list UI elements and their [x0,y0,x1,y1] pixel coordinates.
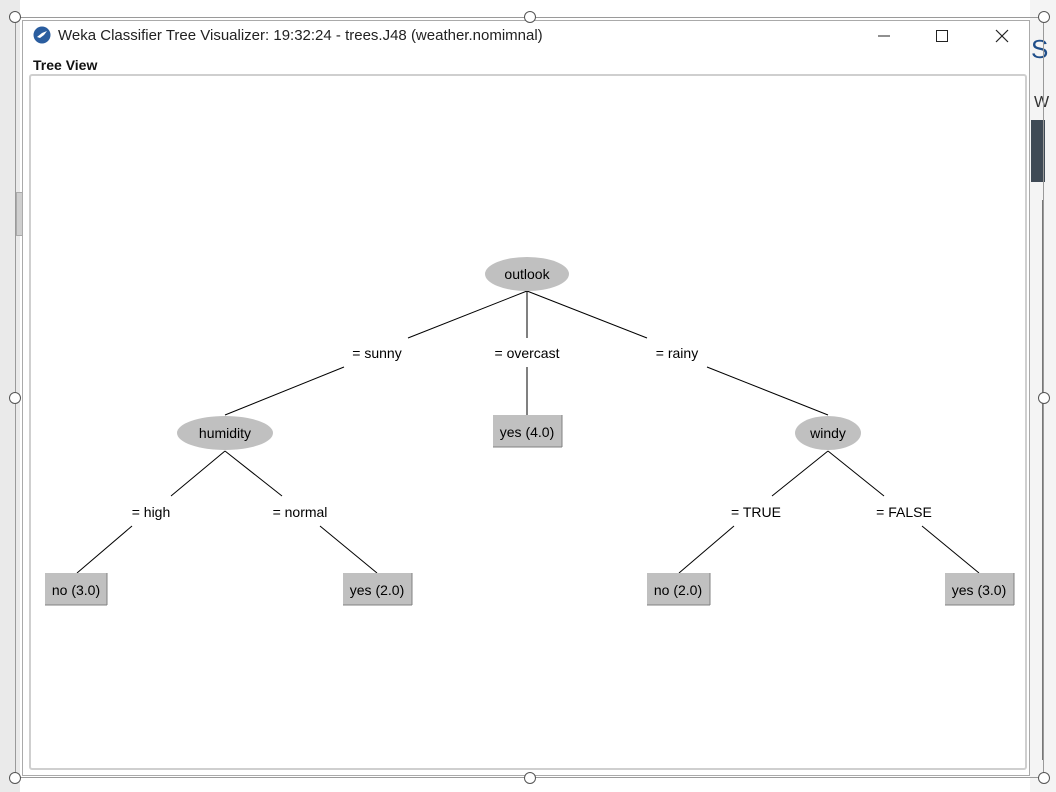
maximize-icon [936,30,948,42]
decision-node-outlook[interactable]: outlook [485,257,569,291]
tree-edges [76,290,980,574]
background-glyph: S [1031,34,1049,64]
leaf-label-normal: yes (2.0) [350,582,404,598]
minimize-icon [878,35,890,37]
tree-visualizer-window: Weka Classifier Tree Visualizer: 19:32:2… [22,20,1030,776]
edge-rainy-windy [706,366,829,416]
resize-handle-top-left[interactable] [9,11,21,23]
edge-label-false: = FALSE [876,504,932,520]
edge-high-leaf [76,525,133,574]
title-bar[interactable]: Weka Classifier Tree Visualizer: 19:32:2… [23,21,1029,51]
edge-true-leaf [678,525,735,574]
background-strip [1031,120,1045,182]
edge-label-high: = high [132,504,171,520]
edge-outlook-sunny [407,290,528,339]
resize-handle-bottom-right[interactable] [1038,772,1050,784]
close-icon [995,29,1009,43]
resize-handle-bottom[interactable] [524,772,536,784]
resize-handle-right[interactable] [1038,392,1050,404]
window-title: Weka Classifier Tree Visualizer: 19:32:2… [58,27,543,44]
resize-handle-bottom-left[interactable] [9,772,21,784]
leaf-label-false: yes (3.0) [952,582,1006,598]
resize-handle-left[interactable] [9,392,21,404]
resize-handle-top-right[interactable] [1038,11,1050,23]
node-label-windy: windy [809,425,846,441]
edge-label-overcast: = overcast [495,345,560,361]
edge-normal-leaf [319,525,378,574]
leaf-node-overcast[interactable]: yes (4.0) [493,415,563,448]
close-button[interactable] [973,21,1031,51]
tree-canvas: = sunny = overcast = rainy = high = norm… [45,257,1015,606]
decision-node-humidity[interactable]: humidity [177,416,273,450]
edge-windy-true [771,450,829,497]
leaf-label-high: no (3.0) [52,582,100,598]
edge-humidity-high [170,450,226,497]
leaf-node-high[interactable]: no (3.0) [45,573,108,606]
leaf-node-false[interactable]: yes (3.0) [945,573,1015,606]
leaf-node-normal[interactable]: yes (2.0) [343,573,413,606]
weka-bird-icon [33,26,51,44]
edge-windy-false [827,450,885,497]
tree-view-panel[interactable]: = sunny = overcast = rainy = high = norm… [29,74,1027,770]
edge-label-rainy: = rainy [656,345,698,361]
edge-label-sunny: = sunny [352,345,401,361]
edge-false-leaf [921,525,980,574]
background-line [1042,200,1044,760]
background-glyph-2: W [1034,94,1050,111]
tree-view-label: Tree View [33,57,98,73]
node-label-outlook: outlook [504,266,550,282]
leaf-node-true[interactable]: no (2.0) [647,573,711,606]
node-label-humidity: humidity [199,425,251,441]
resize-handle-top[interactable] [524,11,536,23]
edge-labels: = sunny = overcast = rainy = high = norm… [132,345,932,520]
edge-label-true: = TRUE [731,504,781,520]
leaf-label-overcast: yes (4.0) [500,424,554,440]
edge-outlook-rainy [526,290,648,339]
maximize-button[interactable] [913,21,971,51]
minimize-button[interactable] [855,21,913,51]
edge-sunny-humidity [224,366,345,416]
decision-node-windy[interactable]: windy [795,416,861,450]
leaf-label-true: no (2.0) [654,582,702,598]
edge-humidity-normal [224,450,283,497]
edge-label-normal: = normal [273,504,328,520]
